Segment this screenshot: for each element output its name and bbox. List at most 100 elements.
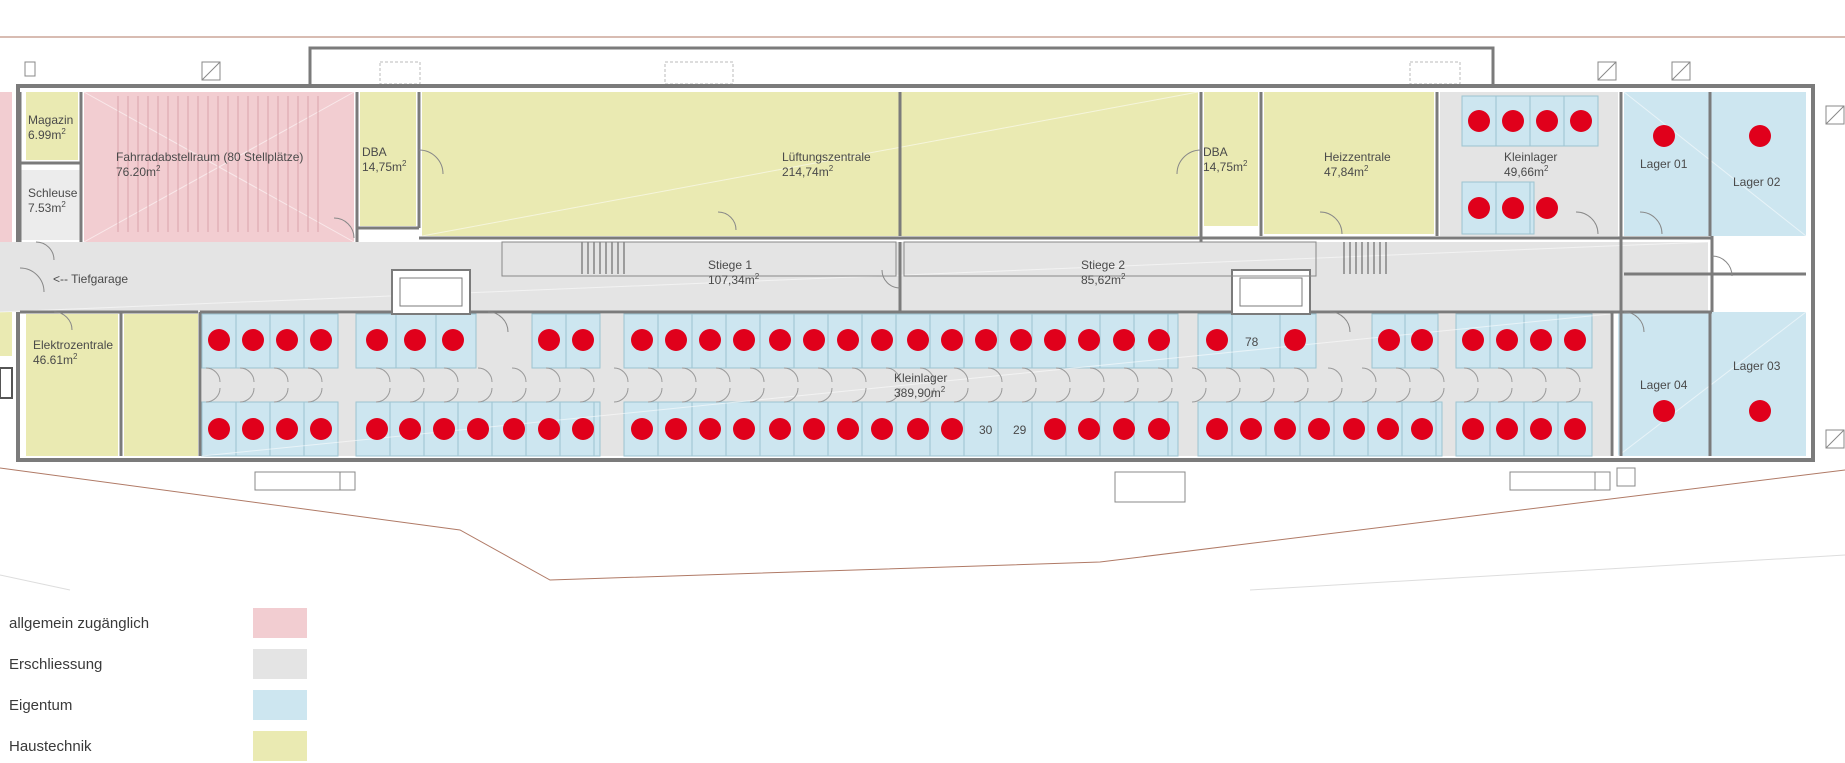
unit-dot xyxy=(1308,418,1330,440)
unit-dot xyxy=(975,329,997,351)
label-stiege2-name: Stiege 2 xyxy=(1081,258,1125,272)
unit-dot xyxy=(631,329,653,351)
room-schleuse xyxy=(20,170,82,240)
label-elektro-area: 46.61m2 xyxy=(33,352,78,367)
unit-dot xyxy=(1502,110,1524,132)
label-stiege1-name: Stiege 1 xyxy=(708,258,752,272)
unit-dot xyxy=(871,329,893,351)
label-lueftung-area: 214,74m2 xyxy=(782,164,834,179)
label-fahrrad-name: Fahrradabstellraum (80 Stellplätze) xyxy=(116,150,303,164)
unit-dot xyxy=(871,418,893,440)
label-lueftung-name: Lüftungszentrale xyxy=(782,150,871,164)
unit-dot xyxy=(1078,329,1100,351)
label-stiege2-area: 85,62m2 xyxy=(1081,272,1126,287)
unit-dot xyxy=(1113,329,1135,351)
unit-dot xyxy=(907,329,929,351)
unit-dot xyxy=(769,329,791,351)
unit-dot xyxy=(907,418,929,440)
unit-dot xyxy=(699,418,721,440)
label-fahrrad-area: 76.20m2 xyxy=(116,164,161,179)
legend-swatch-circulation xyxy=(253,649,307,679)
unit-dot xyxy=(1564,418,1586,440)
unit-dot xyxy=(1411,418,1433,440)
unit-dot xyxy=(1536,197,1558,219)
unit-dot xyxy=(538,418,560,440)
unit-dot xyxy=(733,329,755,351)
legend-swatch-public xyxy=(253,608,307,638)
label-dba2-area: 14,75m2 xyxy=(1203,159,1248,174)
unit-dot xyxy=(1653,400,1675,422)
unit-dot xyxy=(1044,329,1066,351)
unit-dot xyxy=(1148,418,1170,440)
unit-dot xyxy=(1653,125,1675,147)
unit-dot xyxy=(1564,329,1586,351)
unit-dot xyxy=(1284,329,1306,351)
label-kleinlager-main-name: Kleinlager xyxy=(894,371,947,385)
label-heizung-name: Heizzentrale xyxy=(1324,150,1391,164)
unit-dot xyxy=(1113,418,1135,440)
unit-dot xyxy=(837,329,859,351)
unit-dot xyxy=(1206,329,1228,351)
unit-dot xyxy=(1010,329,1032,351)
unit-dot xyxy=(803,329,825,351)
label-magazin-name: Magazin xyxy=(28,113,73,127)
unit-dot xyxy=(803,418,825,440)
unit-dot xyxy=(208,418,230,440)
unit-dot xyxy=(242,418,264,440)
unit-dot xyxy=(1530,329,1552,351)
unit-dot xyxy=(242,329,264,351)
unit-dot xyxy=(572,418,594,440)
label-lager-04: Lager 04 xyxy=(1640,378,1688,392)
site-boundary-bottom xyxy=(0,467,1845,581)
unit-dot xyxy=(399,418,421,440)
label-elektro-name: Elektrozentrale xyxy=(33,338,113,352)
label-tiefgarage: <-- Tiefgarage xyxy=(53,272,128,286)
unit-dot xyxy=(404,329,426,351)
label-kleinlager-top-area: 49,66m2 xyxy=(1504,164,1549,179)
legend-label-property: Eigentum xyxy=(9,697,73,714)
unit-dot xyxy=(1468,197,1490,219)
unit-dot xyxy=(1468,110,1490,132)
unit-dot xyxy=(276,329,298,351)
label-schleuse-name: Schleuse xyxy=(28,186,78,200)
room-dba-1 xyxy=(360,92,416,226)
unit-dot xyxy=(631,418,653,440)
label-lager-03: Lager 03 xyxy=(1733,359,1781,373)
unit-dot xyxy=(1044,418,1066,440)
unit-dot xyxy=(433,418,455,440)
unit-dot xyxy=(276,418,298,440)
unit-dot xyxy=(366,418,388,440)
unit-dot xyxy=(1749,400,1771,422)
unit-dot xyxy=(1377,418,1399,440)
unit-dot xyxy=(1530,418,1552,440)
upper-structure xyxy=(308,46,1495,88)
unit-dot xyxy=(1496,329,1518,351)
label-kleinlager-top-name: Kleinlager xyxy=(1504,150,1557,164)
room-heizzentrale xyxy=(1264,92,1434,234)
unit-dot xyxy=(538,329,560,351)
label-dba1-name: DBA xyxy=(362,145,387,159)
label-lager-02: Lager 02 xyxy=(1733,175,1781,189)
unit-dot xyxy=(366,329,388,351)
unit-dot xyxy=(1570,110,1592,132)
unit-dot xyxy=(1078,418,1100,440)
label-stiege1-area: 107,34m2 xyxy=(708,272,760,287)
unit-dot xyxy=(1462,418,1484,440)
room-elektrozentrale xyxy=(26,314,118,456)
unit-dot xyxy=(310,418,332,440)
label-lager-01: Lager 01 xyxy=(1640,157,1688,171)
legend-swatch-services xyxy=(253,731,307,761)
unit-dot xyxy=(467,418,489,440)
label-dba2-name: DBA xyxy=(1203,145,1228,159)
unit-dot xyxy=(1502,197,1524,219)
unit-dot xyxy=(1462,329,1484,351)
unit-dot xyxy=(665,418,687,440)
label-magazin-area: 6.99m2 xyxy=(28,127,66,142)
unit-dot xyxy=(769,418,791,440)
unit-dot xyxy=(208,329,230,351)
unit-dot xyxy=(1240,418,1262,440)
unit-dot xyxy=(1496,418,1518,440)
unit-dot xyxy=(572,329,594,351)
unit-dot xyxy=(837,418,859,440)
unit-number-30: 30 xyxy=(979,423,993,437)
